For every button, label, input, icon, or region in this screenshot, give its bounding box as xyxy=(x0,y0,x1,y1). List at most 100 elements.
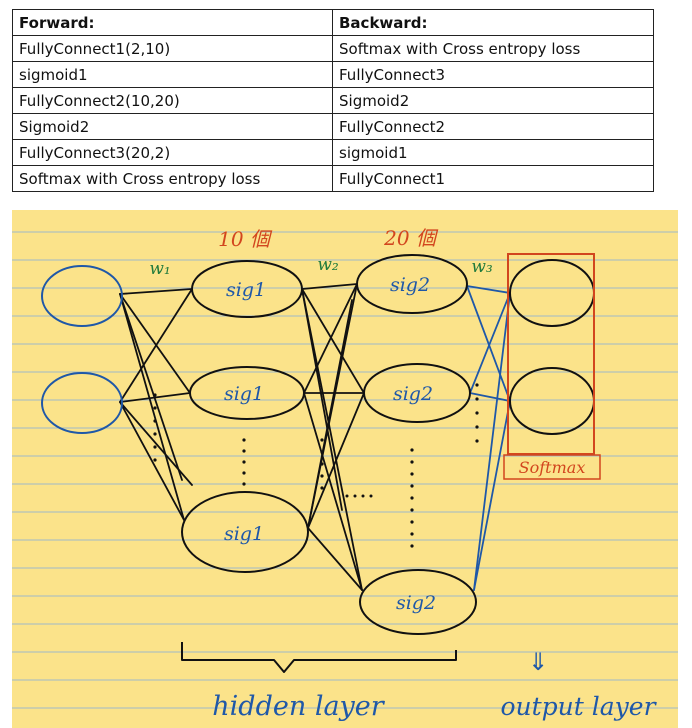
backward-cell: FullyConnect2 xyxy=(332,113,654,140)
forward-cell: FullyConnect2(10,20) xyxy=(12,87,333,114)
connection-line xyxy=(119,293,185,521)
connection-line xyxy=(466,285,511,402)
ellipsis-dot xyxy=(345,494,349,498)
input-node-1 xyxy=(41,265,123,327)
forward-cell: FullyConnect3(20,2) xyxy=(12,139,333,166)
connection-line xyxy=(469,392,511,402)
ellipsis-dot xyxy=(153,458,157,462)
ellipsis-dot xyxy=(320,438,324,442)
ellipsis-dot xyxy=(153,419,157,423)
forward-cell: Softmax with Cross entropy loss xyxy=(12,165,333,192)
ellipsis-dot xyxy=(369,494,373,498)
ellipsis-dot xyxy=(153,445,157,449)
connection-line xyxy=(473,292,511,591)
layer1-count-label: 10 個 xyxy=(218,227,273,251)
ellipsis-dot xyxy=(242,460,246,464)
table-header-row: Forward: Backward: xyxy=(12,9,654,36)
ellipsis-dot xyxy=(320,486,324,490)
connection-line xyxy=(119,401,185,521)
hidden2-node-mid xyxy=(363,363,471,423)
ellipsis-dot xyxy=(320,450,324,454)
hidden1-node-top xyxy=(191,260,303,318)
connection-line xyxy=(119,288,193,403)
layer2-count-label: 20 個 xyxy=(383,226,439,250)
ellipsis-dot xyxy=(410,472,414,476)
ellipsis-dot xyxy=(361,494,365,498)
table-row: sigmoid1 FullyConnect3 xyxy=(12,61,654,88)
ellipsis-dot xyxy=(410,460,414,464)
table-row: Softmax with Cross entropy loss FullyCon… xyxy=(12,165,654,192)
backward-cell: sigmoid1 xyxy=(332,139,654,166)
connection-line xyxy=(301,288,363,591)
ellipsis-dot xyxy=(153,406,157,410)
connection-line xyxy=(473,400,511,591)
input-node-2 xyxy=(41,372,123,434)
backward-cell: FullyConnect3 xyxy=(332,61,654,88)
hidden2-node-bottom-label: sig2 xyxy=(396,592,436,614)
hidden2-node-bottom xyxy=(359,569,477,635)
table-row: FullyConnect1(2,10) Softmax with Cross e… xyxy=(12,35,654,62)
ellipsis-dot xyxy=(242,449,246,453)
ellipsis-dot xyxy=(475,383,479,387)
hidden2-node-mid-label: sig2 xyxy=(393,383,433,405)
hidden2-node-top-label: sig2 xyxy=(390,274,430,296)
network-connections xyxy=(119,283,511,591)
connection-line xyxy=(469,292,511,394)
connection-line xyxy=(301,283,358,290)
softmax-label: Softmax xyxy=(519,458,586,477)
hidden1-node-bottom xyxy=(181,491,309,573)
output-layer-label: output layer xyxy=(500,692,657,721)
ellipsis-dot xyxy=(410,508,414,512)
weight-label-w1: w₁ xyxy=(149,259,170,279)
connection-line xyxy=(301,288,343,511)
ellipsis-dot xyxy=(475,425,479,429)
hidden1-node-mid-label: sig1 xyxy=(224,383,264,405)
backward-header: Backward: xyxy=(332,9,654,36)
ellipsis-dot xyxy=(410,496,414,500)
connection-line xyxy=(303,392,363,591)
connection-line xyxy=(307,299,353,529)
output-node-2 xyxy=(509,367,595,435)
connection-line xyxy=(119,293,183,481)
connection-line xyxy=(119,293,191,394)
ellipsis-dot xyxy=(410,484,414,488)
connection-line xyxy=(307,527,363,591)
weight-label-w2: w₂ xyxy=(317,255,339,275)
ellipsis-dot xyxy=(153,393,157,397)
ellipsis-dot xyxy=(475,397,479,401)
ellipsis-dot xyxy=(353,494,357,498)
ellipsis-dot xyxy=(320,474,324,478)
backward-cell: Softmax with Cross entropy loss xyxy=(332,35,654,62)
forward-cell: Sigmoid2 xyxy=(12,113,333,140)
ellipsis-dot xyxy=(475,411,479,415)
backward-cell: Sigmoid2 xyxy=(332,87,654,114)
table-row: Sigmoid2 FullyConnect2 xyxy=(12,113,654,140)
connection-line xyxy=(303,283,358,394)
hidden1-node-mid xyxy=(189,366,305,420)
hidden1-node-top-label: sig1 xyxy=(226,279,266,301)
connection-line xyxy=(301,288,365,394)
ellipsis-dot xyxy=(475,439,479,443)
weight-label-w3: w₃ xyxy=(471,257,493,277)
connection-line xyxy=(119,401,193,486)
softmax-label-box xyxy=(503,454,601,480)
ellipsis-dot xyxy=(410,544,414,548)
ellipsis-dot xyxy=(410,520,414,524)
ellipsis-dots xyxy=(153,383,479,548)
network-diagram-svg: Softmax sig1 sig1 sig1 sig2 sig2 sig2 w₁… xyxy=(12,226,678,722)
table-row: FullyConnect2(10,20) Sigmoid2 xyxy=(12,87,654,114)
hidden-layer-brace xyxy=(181,642,457,673)
hidden1-node-bottom-label: sig1 xyxy=(224,523,264,545)
ellipsis-dot xyxy=(320,462,324,466)
hidden-layer-label: hidden layer xyxy=(212,691,386,722)
forward-cell: sigmoid1 xyxy=(12,61,333,88)
ruled-lines xyxy=(12,231,678,709)
ellipsis-dot xyxy=(410,532,414,536)
network-sketch: Softmax sig1 sig1 sig1 sig2 sig2 sig2 w₁… xyxy=(12,210,678,728)
connection-line xyxy=(466,285,511,294)
connection-line xyxy=(119,288,193,295)
hidden2-node-top xyxy=(356,254,468,314)
forward-cell: FullyConnect1(2,10) xyxy=(12,35,333,62)
output-arrow-icon: ⇓ xyxy=(528,648,548,676)
ellipsis-dot xyxy=(242,438,246,442)
